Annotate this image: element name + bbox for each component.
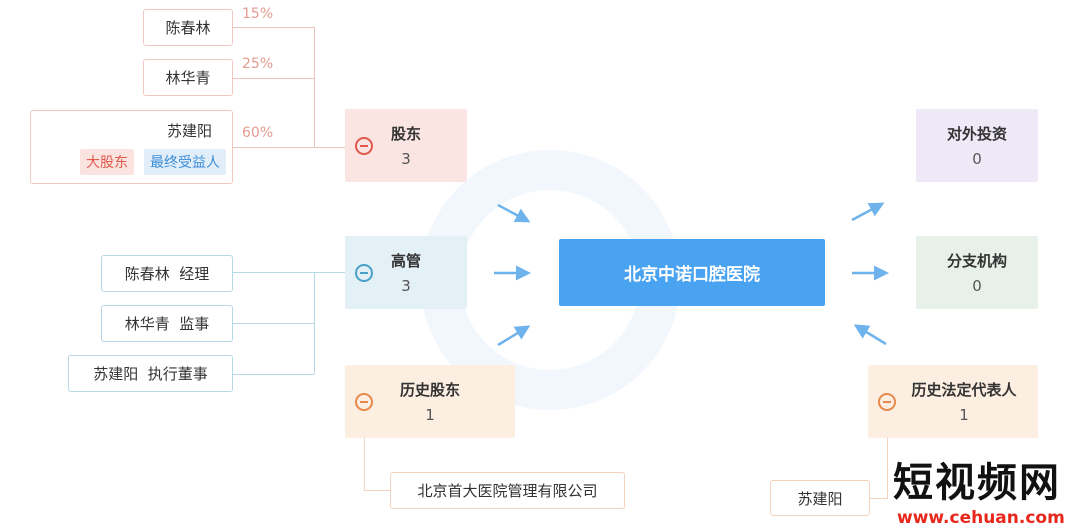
- connector: [364, 490, 390, 491]
- executive-node[interactable]: 苏建阳 执行董事: [68, 355, 233, 392]
- share-percentage: 25%: [242, 56, 274, 72]
- collapse-icon[interactable]: [355, 392, 373, 411]
- shareholder-node[interactable]: 林华青: [143, 59, 233, 96]
- company-name: 北京中诺口腔医院: [624, 265, 760, 285]
- category-title: 股东: [390, 125, 421, 143]
- category-count: 0: [972, 150, 982, 168]
- executive-name: 陈春林: [124, 265, 170, 283]
- arrow-icon: [497, 203, 531, 223]
- category-history-legal-rep[interactable]: 历史法定代表人 1: [868, 365, 1038, 438]
- shareholder-node[interactable]: 陈春林: [143, 9, 233, 46]
- executive-role: 执行董事: [147, 365, 208, 383]
- category-count: 1: [425, 406, 435, 424]
- category-count: 3: [401, 150, 411, 168]
- watermark-logo: 短视频网: [893, 460, 1061, 506]
- connector: [233, 147, 345, 148]
- connector: [233, 27, 314, 28]
- connector: [233, 323, 314, 324]
- connector: [870, 498, 888, 499]
- arrow-icon: [497, 325, 531, 347]
- category-executives[interactable]: 高管 3: [345, 236, 467, 309]
- category-count: 0: [972, 277, 982, 295]
- connector: [233, 374, 314, 375]
- executive-role: 经理: [179, 265, 210, 283]
- category-title: 高管: [390, 252, 421, 270]
- company-name: 北京首大医院管理有限公司: [417, 482, 598, 500]
- arrow-icon: [851, 202, 885, 222]
- collapse-icon[interactable]: [355, 136, 373, 155]
- category-title: 历史法定代表人: [911, 381, 1017, 399]
- category-title: 对外投资: [946, 125, 1007, 143]
- connector: [314, 272, 315, 374]
- company-center-node[interactable]: 北京中诺口腔医院: [559, 239, 825, 306]
- arrow-icon: [853, 324, 887, 346]
- collapse-icon[interactable]: [355, 263, 373, 282]
- executive-node[interactable]: 林华青 监事: [101, 305, 233, 342]
- history-legal-rep-node[interactable]: 苏建阳: [770, 480, 870, 516]
- executive-name: 苏建阳: [93, 365, 139, 383]
- category-shareholders[interactable]: 股东 3: [345, 109, 467, 182]
- person-name: 苏建阳: [797, 489, 843, 508]
- beneficiary-tag: 最终受益人: [144, 148, 226, 175]
- shareholder-name: 林华青: [165, 69, 211, 87]
- category-title: 分支机构: [946, 252, 1007, 270]
- connector: [314, 27, 315, 147]
- connector: [887, 438, 888, 498]
- share-percentage: 60%: [242, 125, 274, 141]
- watermark-url: www.cehuan.com: [897, 508, 1065, 528]
- connector: [233, 78, 314, 79]
- history-shareholder-node[interactable]: 北京首大医院管理有限公司: [390, 472, 625, 509]
- shareholder-node[interactable]: 苏建阳 大股东 最终受益人: [30, 110, 233, 184]
- executive-role: 监事: [179, 315, 210, 333]
- collapse-icon[interactable]: [878, 392, 896, 411]
- executive-node[interactable]: 陈春林 经理: [101, 255, 233, 292]
- connector: [233, 272, 345, 273]
- major-shareholder-tag: 大股东: [80, 148, 134, 175]
- category-count: 3: [401, 277, 411, 295]
- category-history-shareholders[interactable]: 历史股东 1: [345, 365, 515, 438]
- category-title: 历史股东: [399, 381, 460, 399]
- category-count: 1: [959, 406, 969, 424]
- category-branches[interactable]: 分支机构 0: [916, 236, 1038, 309]
- executive-name: 林华青: [124, 315, 170, 333]
- shareholder-name: 陈春林: [165, 19, 211, 37]
- share-percentage: 15%: [242, 6, 274, 22]
- shareholder-name: 苏建阳: [166, 121, 212, 140]
- category-investments[interactable]: 对外投资 0: [916, 109, 1038, 182]
- connector: [364, 438, 365, 490]
